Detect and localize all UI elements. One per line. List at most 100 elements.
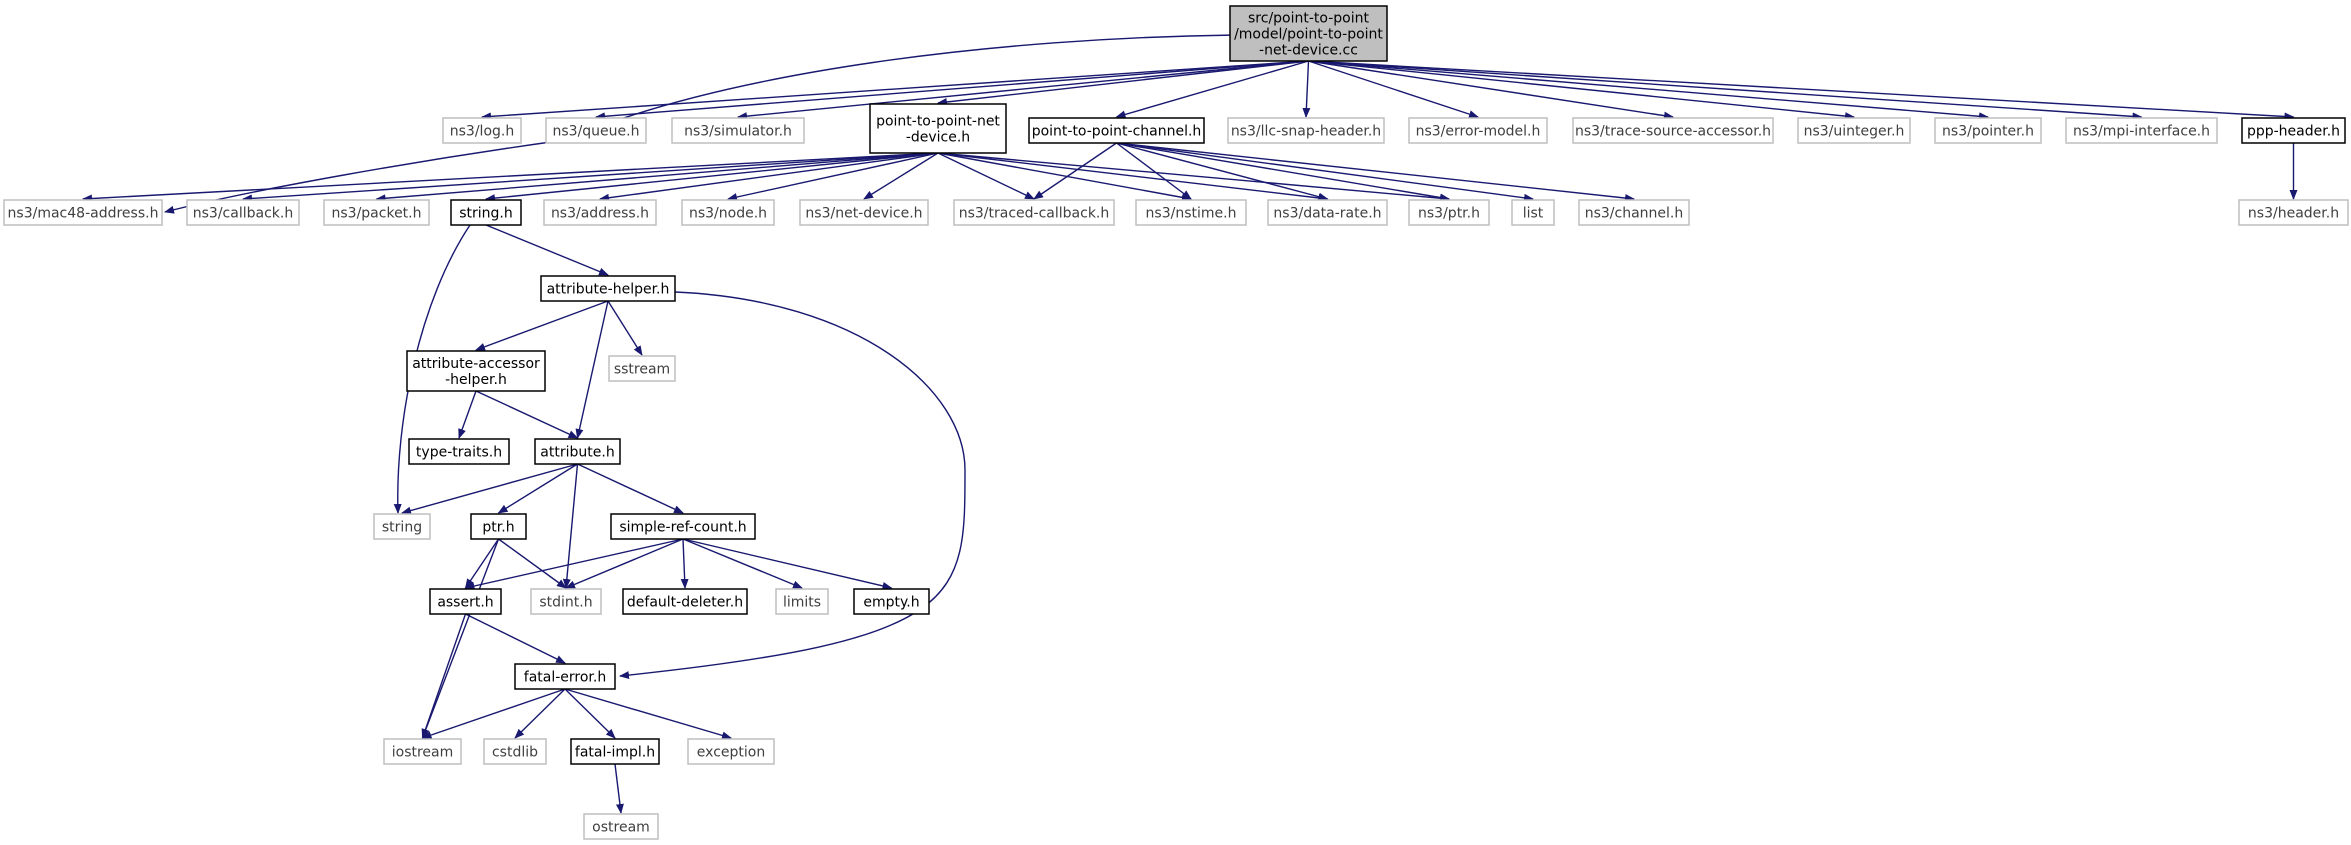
edge-p2pnd-to-packet	[375, 152, 939, 203]
node-label: ns3/pointer.h	[1942, 124, 2034, 140]
node-label: type-traits.h	[416, 445, 502, 461]
node-defdel[interactable]: default-deleter.h	[622, 588, 748, 615]
edge-src-to-limits	[682, 538, 803, 589]
node-label: ptr.h	[482, 520, 514, 536]
node-label: ns3/data-rate.h	[1273, 206, 1381, 222]
edge-p2pnd-to-node	[727, 152, 939, 201]
node-attribute[interactable]: attribute.h	[534, 438, 621, 465]
node-llc[interactable]: ns3/llc-snap-header.h	[1227, 117, 1385, 144]
node-label: -net-device.cc	[1259, 43, 1358, 59]
node-ptr3[interactable]: ns3/ptr.h	[1408, 199, 1490, 226]
node-sstream[interactable]: sstream	[608, 355, 676, 382]
node-label: stdint.h	[539, 595, 592, 611]
node-label: sstream	[614, 362, 670, 378]
node-header[interactable]: ns3/header.h	[2238, 199, 2349, 226]
node-label: ns3/callback.h	[193, 206, 293, 222]
node-tsa[interactable]: ns3/trace-source-accessor.h	[1572, 117, 1774, 144]
node-label: ns3/address.h	[551, 206, 649, 222]
node-tracedcb[interactable]: ns3/traced-callback.h	[953, 199, 1115, 226]
node-simulator[interactable]: ns3/simulator.h	[671, 117, 805, 144]
node-address[interactable]: ns3/address.h	[543, 199, 657, 226]
node-nstime[interactable]: ns3/nstime.h	[1135, 199, 1247, 226]
node-mpi[interactable]: ns3/mpi-interface.h	[2065, 117, 2218, 144]
node-label: fatal-error.h	[524, 670, 606, 686]
node-errmodel[interactable]: ns3/error-model.h	[1408, 117, 1548, 144]
node-label: point-to-point-net	[876, 114, 1000, 130]
node-label: ppp-header.h	[2247, 124, 2340, 140]
node-ppp[interactable]: ppp-header.h	[2241, 117, 2346, 144]
node-list[interactable]: list	[1511, 199, 1555, 226]
edge-p2pnd-to-ptr3	[937, 152, 1450, 203]
edge-attribute-to-stdint	[562, 463, 579, 589]
node-exception[interactable]: exception	[687, 738, 775, 765]
node-assert[interactable]: assert.h	[429, 588, 502, 615]
node-label: attribute-accessor	[412, 356, 540, 372]
node-typetraits[interactable]: type-traits.h	[408, 438, 510, 465]
node-ostream[interactable]: ostream	[583, 813, 659, 840]
node-label: empty.h	[863, 595, 919, 611]
edge-root-to-p2pnd	[937, 60, 1309, 106]
edge-root-to-pointer	[1308, 60, 1989, 121]
edge-p2pnd-to-callback	[242, 152, 939, 203]
node-uinteger[interactable]: ns3/uinteger.h	[1797, 117, 1911, 144]
node-log[interactable]: ns3/log.h	[442, 117, 522, 144]
node-ptrh[interactable]: ptr.h	[470, 513, 527, 540]
edge-attribute-to-src	[577, 463, 684, 514]
node-attrhelper[interactable]: attribute-helper.h	[540, 275, 676, 302]
node-fatalimpl[interactable]: fatal-impl.h	[570, 738, 660, 765]
node-datarate[interactable]: ns3/data-rate.h	[1267, 199, 1388, 226]
node-queue[interactable]: ns3/queue.h	[545, 117, 647, 144]
node-string[interactable]: string	[373, 513, 431, 540]
node-mac48[interactable]: ns3/mac48-address.h	[3, 199, 163, 226]
node-netdevice[interactable]: ns3/net-device.h	[799, 199, 929, 226]
node-label: attribute.h	[540, 445, 614, 461]
edge-root-to-p2pch	[1115, 60, 1309, 119]
node-src[interactable]: simple-ref-count.h	[610, 513, 756, 540]
edge-p2pnd-to-tracedcb	[937, 152, 1035, 200]
node-stdint[interactable]: stdint.h	[530, 588, 602, 615]
node-label: ns3/trace-source-accessor.h	[1575, 124, 1771, 140]
node-limits[interactable]: limits	[775, 588, 829, 615]
node-label: ns3/llc-snap-header.h	[1231, 124, 1381, 140]
node-channel[interactable]: ns3/channel.h	[1578, 199, 1690, 226]
node-packet[interactable]: ns3/packet.h	[323, 199, 430, 226]
node-pointer[interactable]: ns3/pointer.h	[1934, 117, 2042, 144]
edge-root-to-simulator	[737, 60, 1309, 121]
node-label: ns3/queue.h	[553, 124, 640, 140]
node-label: attribute-helper.h	[547, 282, 670, 298]
node-p2pch[interactable]: point-to-point-channel.h	[1028, 117, 1205, 144]
edge-src-to-empty	[682, 538, 893, 590]
node-label: ns3/packet.h	[332, 206, 422, 222]
node-label: assert.h	[437, 595, 493, 611]
node-p2pnd[interactable]: point-to-point-net-device.h	[869, 103, 1007, 154]
node-cstdlib[interactable]: cstdlib	[483, 738, 547, 765]
node-iostream[interactable]: iostream	[383, 738, 462, 765]
node-label: ns3/error-model.h	[1416, 124, 1541, 140]
edge-attrhelper-to-attracc	[475, 300, 609, 351]
node-node[interactable]: ns3/node.h	[681, 199, 775, 226]
node-attracc[interactable]: attribute-accessor-helper.h	[406, 350, 546, 392]
edge-p2pnd-to-stringh	[485, 152, 939, 203]
edge-p2pnd-to-nstime	[937, 152, 1192, 202]
edge-fatalerr-to-iostream	[421, 688, 566, 739]
node-root[interactable]: src/point-to-point/model/point-to-point-…	[1229, 5, 1388, 62]
node-label: simple-ref-count.h	[619, 520, 746, 536]
node-callback[interactable]: ns3/callback.h	[186, 199, 300, 226]
edge-p2pnd-to-datarate	[937, 152, 1329, 202]
node-label: ostream	[592, 820, 650, 836]
edge-attribute-to-string	[401, 463, 578, 515]
edge-attracc-to-attribute	[475, 390, 579, 439]
edge-attribute-to-ptrh	[497, 463, 578, 514]
edge-attrhelper-to-fatalerr	[619, 291, 966, 680]
node-label: ns3/net-device.h	[805, 206, 922, 222]
edge-p2pch-to-datarate	[1116, 142, 1329, 201]
node-label: ns3/channel.h	[1585, 206, 1684, 222]
edge-attrhelper-to-sstream	[607, 300, 643, 356]
node-label: cstdlib	[492, 745, 538, 761]
node-label: string	[382, 520, 422, 536]
node-stringh[interactable]: string.h	[450, 199, 522, 226]
node-label: ns3/simulator.h	[684, 124, 792, 140]
node-fatalerr[interactable]: fatal-error.h	[514, 663, 616, 690]
node-empty[interactable]: empty.h	[853, 588, 930, 615]
